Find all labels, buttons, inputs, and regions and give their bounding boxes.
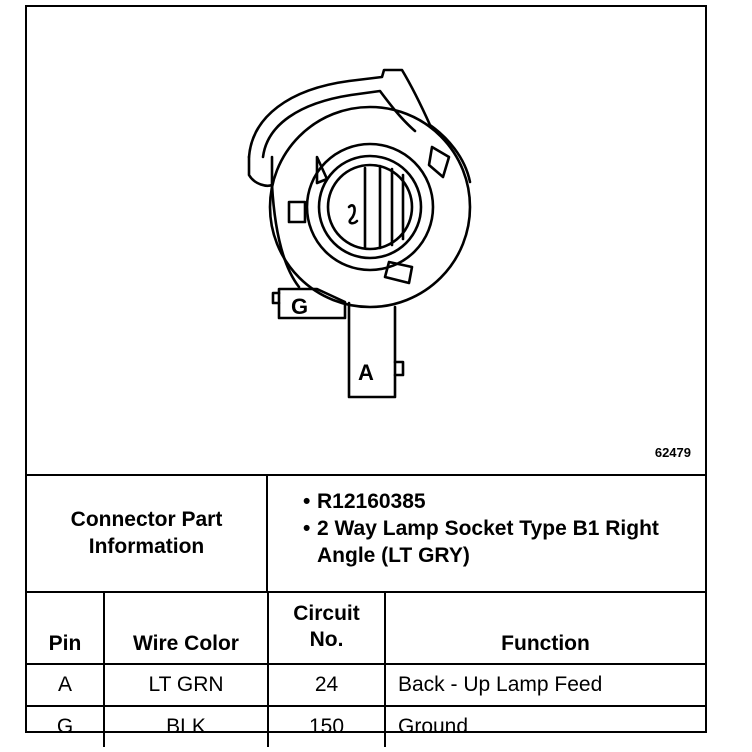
terminal-g-block xyxy=(277,287,347,320)
lug-bottom xyxy=(383,260,414,285)
outer-ring xyxy=(268,105,472,309)
connector-info-label: Connector Part Information xyxy=(70,507,223,558)
header-function: Function xyxy=(384,591,705,665)
terminal-a-tab xyxy=(347,301,397,399)
wire-color-cell: LT GRN xyxy=(103,663,269,707)
circuit-cell: 150 xyxy=(267,705,386,747)
terminal-a-label: A xyxy=(358,360,374,385)
header-circuit: Circuit No. xyxy=(267,591,386,665)
lug-left xyxy=(287,200,307,224)
table-row: G BLK 150 Ground xyxy=(27,705,705,747)
function-cell: Back - Up Lamp Feed xyxy=(384,663,705,707)
connector-info-block: Connector Part Information R12160385 2 W… xyxy=(27,474,705,593)
connector-info-label-cell: Connector Part Information xyxy=(27,474,268,591)
pin-cell: G xyxy=(27,705,105,747)
lower-body-left xyxy=(270,183,301,289)
lamp-socket-drawing: G A xyxy=(247,68,472,399)
diagram-frame: G A 62479 Connector Part Information R12… xyxy=(25,5,707,747)
terminal-g-tab xyxy=(271,291,281,305)
socket-hood xyxy=(247,68,472,184)
figure-id: 62479 xyxy=(654,445,691,460)
socket-hood-inner xyxy=(261,89,417,159)
table-row: A LT GRN 24 Back - Up Lamp Feed xyxy=(27,663,705,707)
pin-table: Pin Wire Color Circuit No. Function A LT… xyxy=(27,591,705,747)
header-circuit-line2: No. xyxy=(309,628,344,651)
header-wire-color: Wire Color xyxy=(103,591,269,665)
function-cell: Ground xyxy=(384,705,705,747)
connector-info-item: R12160385 xyxy=(289,488,699,515)
middle-ring xyxy=(305,142,435,272)
circuit-cell: 24 xyxy=(267,663,386,707)
pin-table-header-row: Pin Wire Color Circuit No. Function xyxy=(27,591,705,665)
terminal-g-label: G xyxy=(291,294,308,319)
pin-cell: A xyxy=(27,663,105,707)
connector-diagram: G A 62479 xyxy=(27,7,705,476)
contact-mark xyxy=(347,204,359,225)
connector-info-item: 2 Way Lamp Socket Type B1 Right Angle (L… xyxy=(289,515,699,569)
wire-color-cell: BLK xyxy=(103,705,269,747)
lug-right xyxy=(427,145,451,179)
header-circuit-line1: Circuit xyxy=(293,602,360,625)
left-ridge xyxy=(247,155,274,187)
connector-info-list: R12160385 2 Way Lamp Socket Type B1 Righ… xyxy=(289,488,699,569)
contact-circle xyxy=(326,163,414,251)
inner-ring xyxy=(317,154,423,260)
terminal-a-notch xyxy=(393,360,405,377)
header-pin: Pin xyxy=(27,591,105,665)
